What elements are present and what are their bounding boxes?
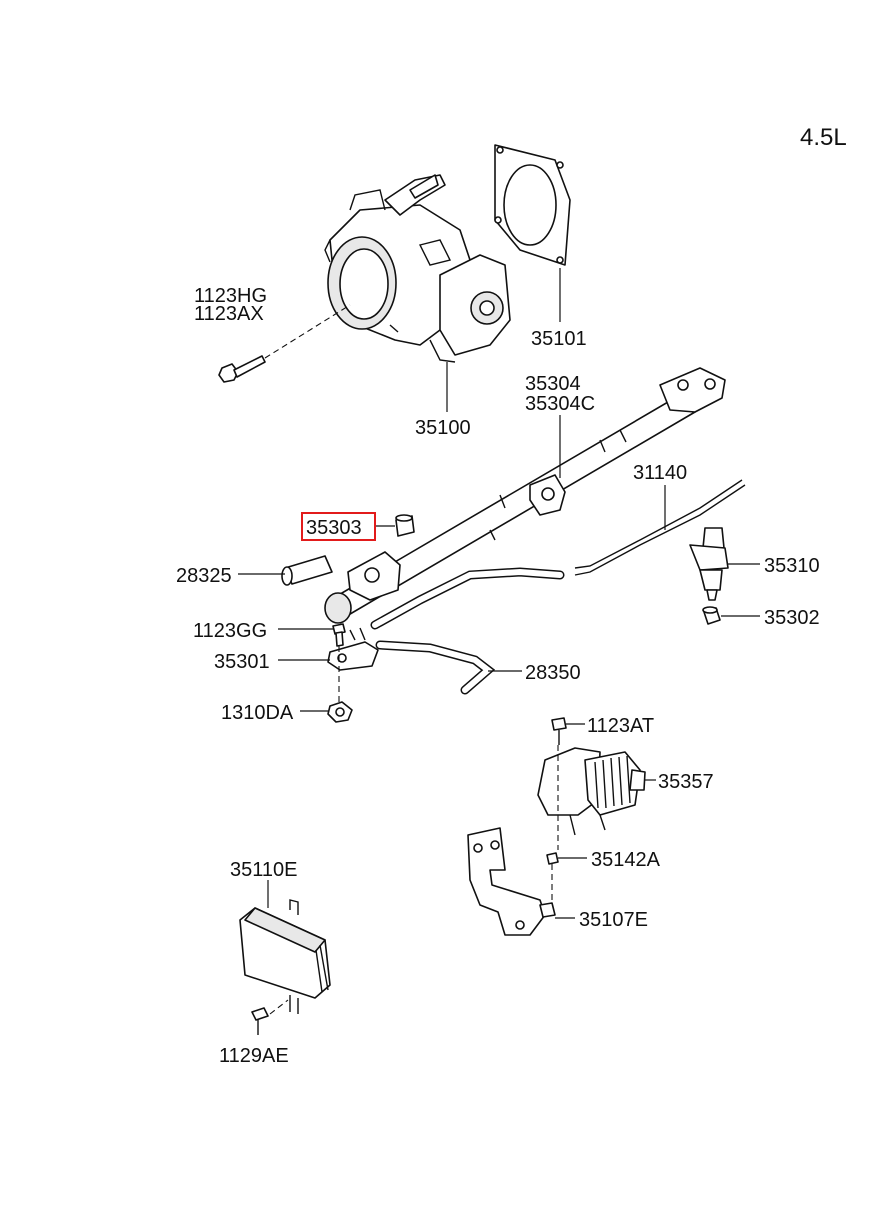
callout-35100[interactable]: 35100 [415,417,471,439]
cap-35303[interactable] [395,514,415,537]
callout-1123hg[interactable]: 1123HG [194,285,267,307]
leader-lines [238,268,760,919]
callout-35310[interactable]: 35310 [764,555,820,577]
bolt-1129ae[interactable] [251,1007,269,1035]
hose-28350[interactable] [375,640,496,695]
bracket-35301[interactable] [327,627,379,671]
callout-35304c[interactable]: 35304C [525,393,595,415]
bolt-1123hg[interactable] [218,355,266,383]
callout-28350[interactable]: 28350 [525,662,581,684]
callout-28325[interactable]: 28325 [176,565,232,587]
valve-35357[interactable] [537,747,646,836]
callout-35301[interactable]: 35301 [214,651,270,673]
engine-label: 4.5L [800,124,847,151]
callout-1123at[interactable]: 1123AT [587,715,654,737]
callout-35142a[interactable]: 35142A [591,849,661,871]
callout-1310da[interactable]: 1310DA [221,702,294,724]
fuel-rail-35304[interactable] [324,367,726,624]
callout-1123gg[interactable]: 1123GG [193,620,267,642]
module-35110e[interactable] [239,899,331,1014]
bolt-1123at[interactable] [551,717,567,745]
callout-35357[interactable]: 35357 [658,771,714,793]
callout-35303-highlight [301,512,376,541]
callout-35303[interactable]: 35303 [306,517,362,539]
callout-35304[interactable]: 35304 [525,373,581,395]
injector-35310[interactable] [689,527,729,601]
callout-35107e[interactable]: 35107E [579,909,648,931]
fuel-line-31140[interactable] [370,479,746,630]
callout-35302[interactable]: 35302 [764,607,820,629]
throttle-body-35100[interactable] [324,174,511,363]
callout-31140[interactable]: 31140 [633,462,687,484]
o-ring-35302[interactable] [702,606,721,625]
cap-28325[interactable] [281,555,333,586]
gasket-35101[interactable] [494,144,571,266]
bolt-1123gg[interactable] [332,623,346,647]
callout-35110e[interactable]: 35110E [230,859,297,881]
callout-1129ae[interactable]: 1129AE [219,1045,289,1067]
callout-35101[interactable]: 35101 [531,328,587,350]
bolt-35142a[interactable] [546,852,559,865]
bracket-35107e[interactable] [467,827,556,936]
nut-1310da[interactable] [327,701,353,723]
callout-1123ax[interactable]: 1123AX [194,303,264,325]
